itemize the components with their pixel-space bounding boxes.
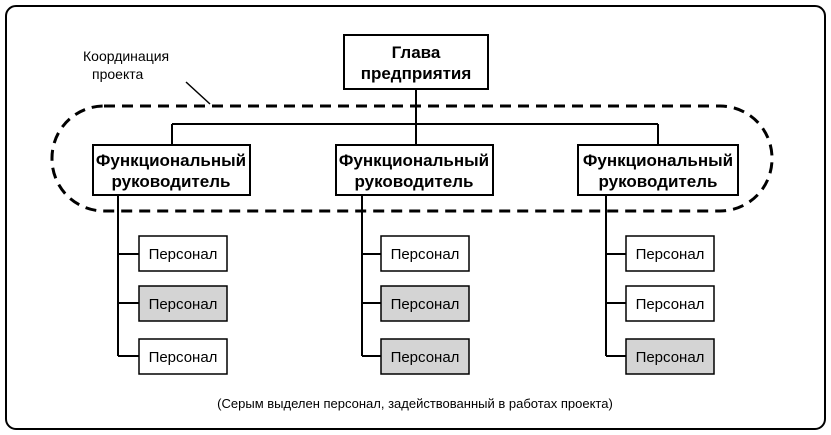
staff-box-3-3 [625,338,715,375]
staff-3-2-label: Персонал [636,296,705,313]
staff-1-2-label: Персонал [149,296,218,313]
coordination-pointer-line [185,81,211,105]
staff-box-1-3 [138,338,228,375]
manager-box-3 [577,144,739,196]
staff-2-2-label: Персонал [391,296,460,313]
staff-box-1-2 [138,285,228,322]
staff-box-3-2 [625,285,715,322]
staff-box-3-1 [625,235,715,272]
manager-box-2 [335,144,494,196]
staff-3-1-label: Персонал [636,246,705,263]
footnote: (Серым выделен персонал, задействованный… [217,396,613,411]
coordination-label-line2: проекта [92,66,143,82]
staff-box-2-2 [380,285,470,322]
staff-3-3-label: Персонал [636,349,705,366]
head-title-line1: Глава [392,43,441,62]
staff-2-1-label: Персонал [391,246,460,263]
staff-2-3-label: Персонал [391,349,460,366]
coordination-label-line1: Координация [83,48,169,64]
manager-1-line1: Функциональный [96,151,246,170]
staff-box-2-3 [380,338,470,375]
manager-3-line1: Функциональный [583,151,733,170]
head-title-line2: предприятия [361,64,472,83]
staff-1-3-label: Персонал [149,349,218,366]
manager-1-line2: руководитель [112,172,231,191]
manager-2-line2: руководитель [355,172,474,191]
staff-box-2-1 [380,235,470,272]
manager-3-line2: руководитель [599,172,718,191]
head-box [343,34,489,90]
staff-box-1-1 [138,235,228,272]
staff-1-1-label: Персонал [149,246,218,263]
coordination-dashed-outline [50,104,774,213]
outer-frame [5,5,826,430]
manager-box-1 [92,144,251,196]
manager-2-line1: Функциональный [339,151,489,170]
